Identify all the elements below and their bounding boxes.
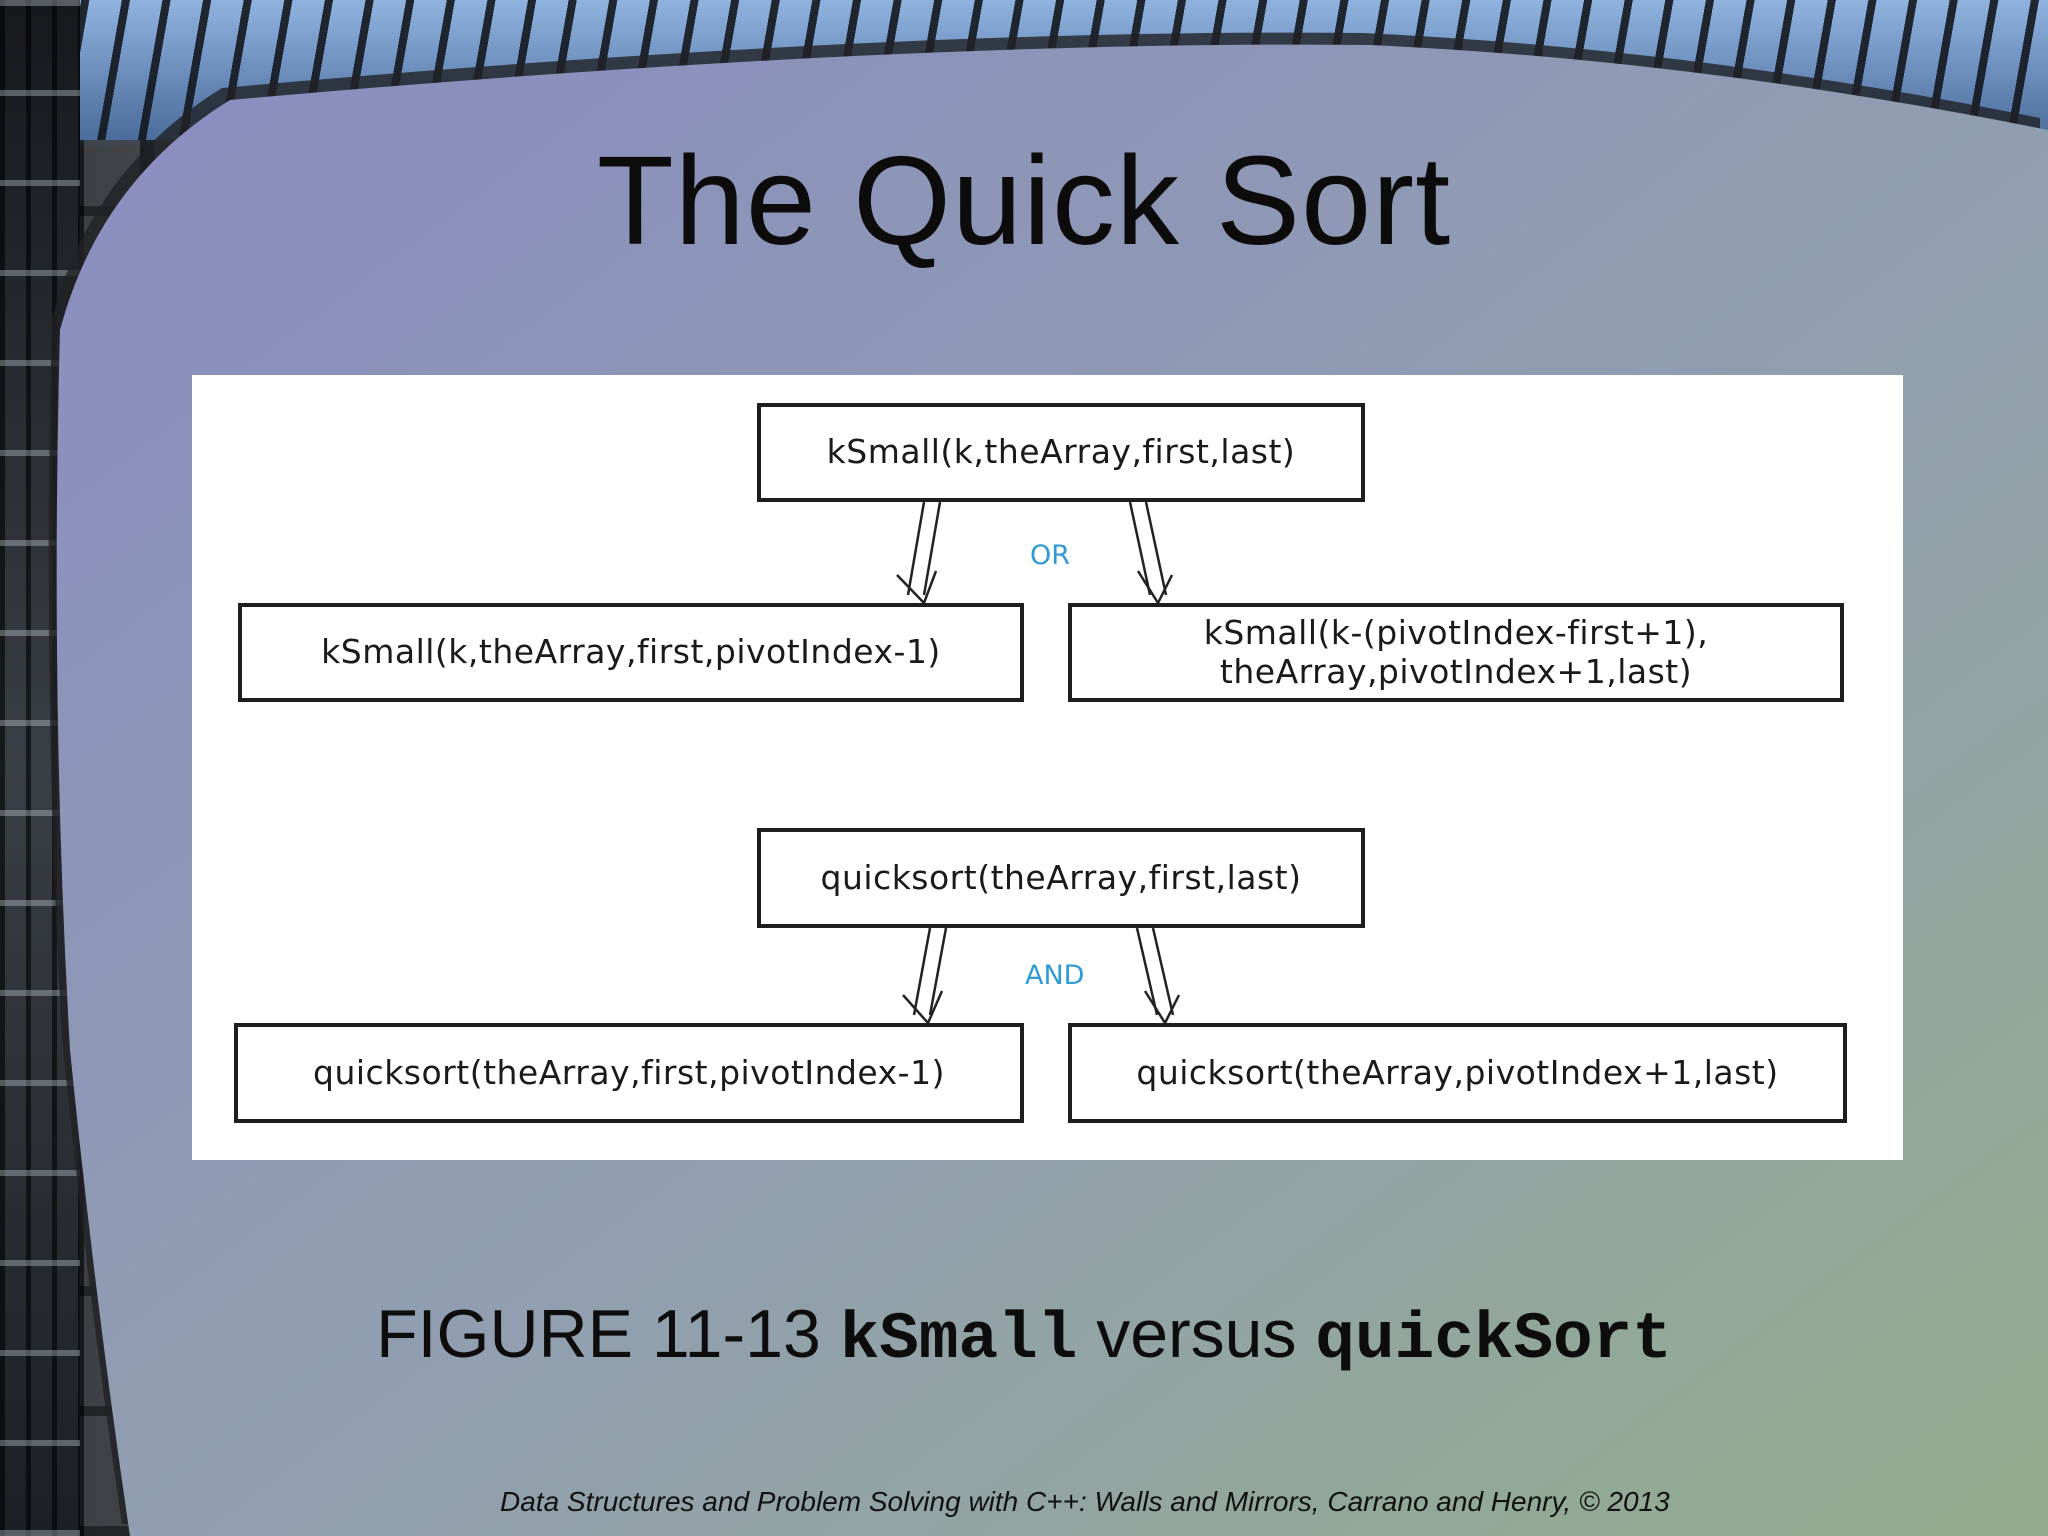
caption-prefix: FIGURE 11-13 [376,1296,840,1372]
figure-caption: FIGURE 11-13 kSmall versus quickSort [0,1295,2048,1377]
arrow-quicksort-right [1135,927,1181,1026]
arrow-layer [896,501,1181,1026]
ksmall-right-text-line1: kSmall(k-(pivotIndex-first+1), [1203,612,1709,652]
and-label: AND [1025,960,1085,991]
ksmall-left-node: kSmall(k,theArray,first,pivotIndex-1) [238,603,1024,702]
caption-middle: versus [1077,1296,1316,1372]
slide-footer-citation: Data Structures and Problem Solving with… [500,1486,1670,1517]
ksmall-right-text-line2: theArray,pivotIndex+1,last) [1219,651,1693,691]
quicksort-root-node: quicksort(theArray,first,last) [757,828,1365,928]
quicksort-left-node: quicksort(theArray,first,pivotIndex-1) [234,1023,1024,1123]
ksmall-root-node: kSmall(k,theArray,first,last) [757,403,1365,502]
quicksort-right-text: quicksort(theArray,pivotIndex+1,last) [1136,1052,1779,1092]
caption-code-quicksort: quickSort [1315,1302,1672,1377]
ksmall-right-node: kSmall(k-(pivotIndex-first+1), theArray,… [1068,603,1844,702]
ksmall-root-text: kSmall(k,theArray,first,last) [826,432,1296,472]
caption-code-ksmall: kSmall [839,1302,1078,1377]
slide-title: The Quick Sort [596,130,1452,271]
quicksort-root-text: quicksort(theArray,first,last) [820,857,1302,897]
quicksort-left-text: quicksort(theArray,first,pivotIndex-1) [313,1052,945,1092]
arrow-ksmall-left [896,501,942,606]
arrow-quicksort-left [902,927,948,1026]
figure-diagram: kSmall(k,theArray,first,last) OR kSmall(… [192,375,1903,1160]
or-label: OR [1030,540,1071,571]
arrow-ksmall-right [1128,501,1174,606]
quicksort-right-node: quicksort(theArray,pivotIndex+1,last) [1068,1023,1847,1123]
ksmall-left-text: kSmall(k,theArray,first,pivotIndex-1) [321,632,941,672]
